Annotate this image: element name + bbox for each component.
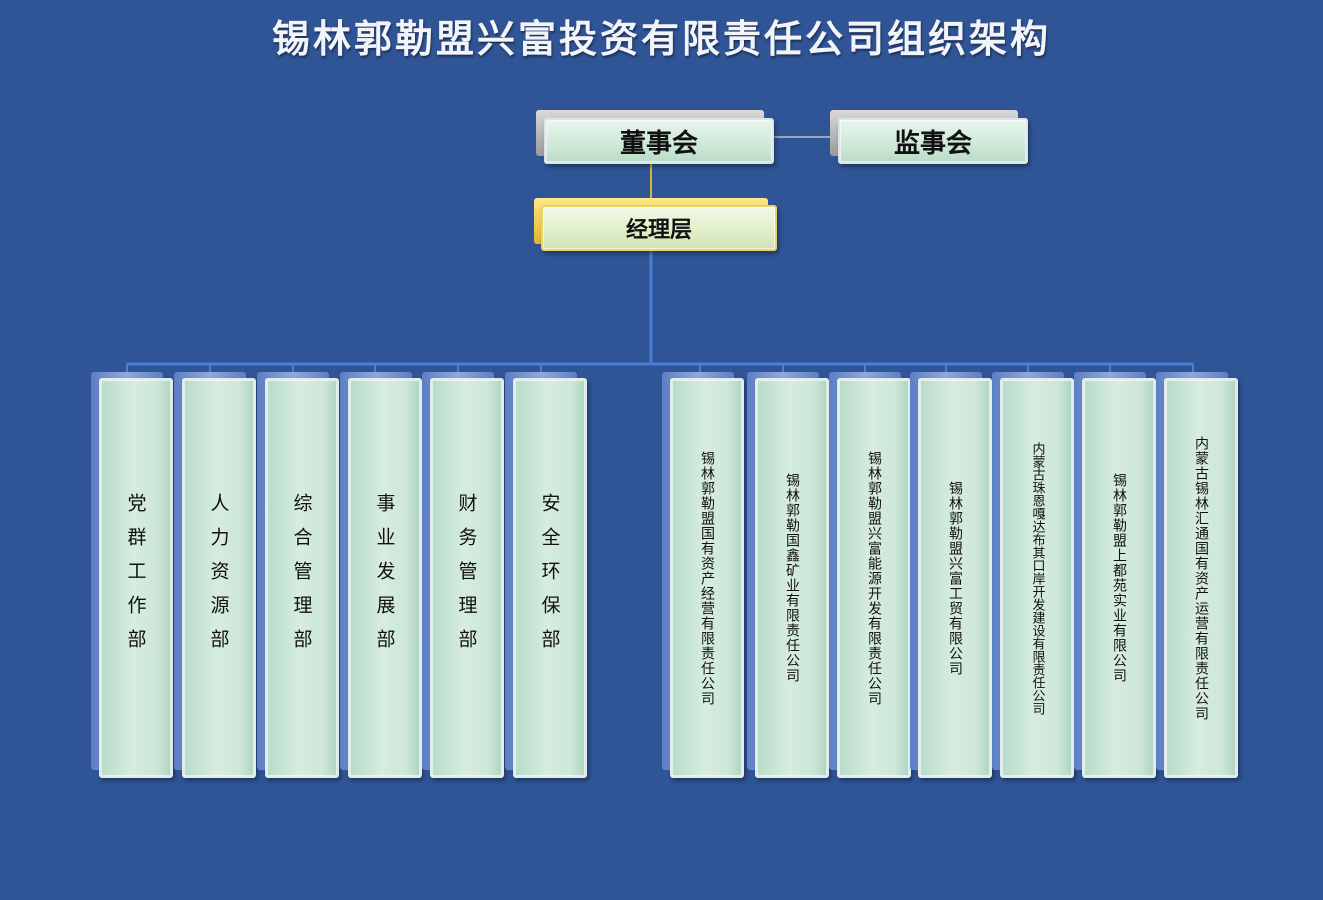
department-label: 党群工作部 <box>124 493 147 663</box>
company-box: 锡林郭勒盟上都苑实业有限公司 <box>1082 378 1156 778</box>
department-node[interactable]: 人力资源部 <box>174 372 256 778</box>
department-box: 党群工作部 <box>99 378 173 778</box>
company-label: 锡林郭勒盟国有资产经营有限责任公司 <box>699 450 715 706</box>
board-label: 董事会 <box>619 128 698 159</box>
department-box: 安全环保部 <box>513 378 587 778</box>
department-label: 综合管理部 <box>290 493 313 663</box>
department-box: 财务管理部 <box>430 378 504 778</box>
company-label: 锡林郭勒国鑫矿业有限责任公司 <box>784 473 800 683</box>
supervisory-board-label: 监事会 <box>893 128 972 159</box>
department-label: 事业发展部 <box>373 493 396 663</box>
company-label: 锡林郭勒盟上都苑实业有限公司 <box>1111 473 1127 683</box>
department-node[interactable]: 安全环保部 <box>505 372 587 778</box>
department-label: 人力资源部 <box>207 493 230 663</box>
company-node[interactable]: 锡林郭勒盟兴富工贸有限公司 <box>910 372 992 778</box>
company-box: 内蒙古锡林汇通国有资产运营有限责任公司 <box>1164 378 1238 778</box>
department-label: 财务管理部 <box>455 493 478 663</box>
company-box: 锡林郭勒盟兴富工贸有限公司 <box>918 378 992 778</box>
company-box: 锡林郭勒盟国有资产经营有限责任公司 <box>670 378 744 778</box>
management-label: 经理层 <box>625 218 692 243</box>
page-title: 锡林郭勒盟兴富投资有限责任公司组织架构 <box>271 16 1051 61</box>
department-box: 人力资源部 <box>182 378 256 778</box>
department-node[interactable]: 财务管理部 <box>422 372 504 778</box>
company-node[interactable]: 内蒙古珠恩嘎达布其口岸开发建设有限责任公司 <box>992 372 1074 778</box>
department-box: 综合管理部 <box>265 378 339 778</box>
department-label: 安全环保部 <box>538 493 561 663</box>
company-box: 锡林郭勒盟兴富能源开发有限责任公司 <box>837 378 911 778</box>
company-node[interactable]: 锡林郭勒国鑫矿业有限责任公司 <box>747 372 829 778</box>
company-label: 锡林郭勒盟兴富工贸有限公司 <box>947 480 963 676</box>
department-box: 事业发展部 <box>348 378 422 778</box>
company-node[interactable]: 内蒙古锡林汇通国有资产运营有限责任公司 <box>1156 372 1238 778</box>
department-node[interactable]: 综合管理部 <box>257 372 339 778</box>
company-label: 内蒙古锡林汇通国有资产运营有限责任公司 <box>1193 435 1209 721</box>
company-label: 锡林郭勒盟兴富能源开发有限责任公司 <box>866 450 882 706</box>
department-node[interactable]: 党群工作部 <box>91 372 173 778</box>
company-box: 内蒙古珠恩嘎达布其口岸开发建设有限责任公司 <box>1000 378 1074 778</box>
department-node[interactable]: 事业发展部 <box>340 372 422 778</box>
board-node[interactable]: 董事会 <box>536 110 776 166</box>
supervisory-board-box: 监事会 <box>838 118 1028 164</box>
management-node[interactable]: 经理层 <box>534 198 779 254</box>
company-box: 锡林郭勒国鑫矿业有限责任公司 <box>755 378 829 778</box>
board-box: 董事会 <box>544 118 774 164</box>
management-box: 经理层 <box>541 205 777 251</box>
company-node[interactable]: 锡林郭勒盟兴富能源开发有限责任公司 <box>829 372 911 778</box>
company-node[interactable]: 锡林郭勒盟上都苑实业有限公司 <box>1074 372 1156 778</box>
company-node[interactable]: 锡林郭勒盟国有资产经营有限责任公司 <box>662 372 744 778</box>
company-label: 内蒙古珠恩嘎达布其口岸开发建设有限责任公司 <box>1029 441 1045 715</box>
supervisory-board-node[interactable]: 监事会 <box>830 110 1030 166</box>
